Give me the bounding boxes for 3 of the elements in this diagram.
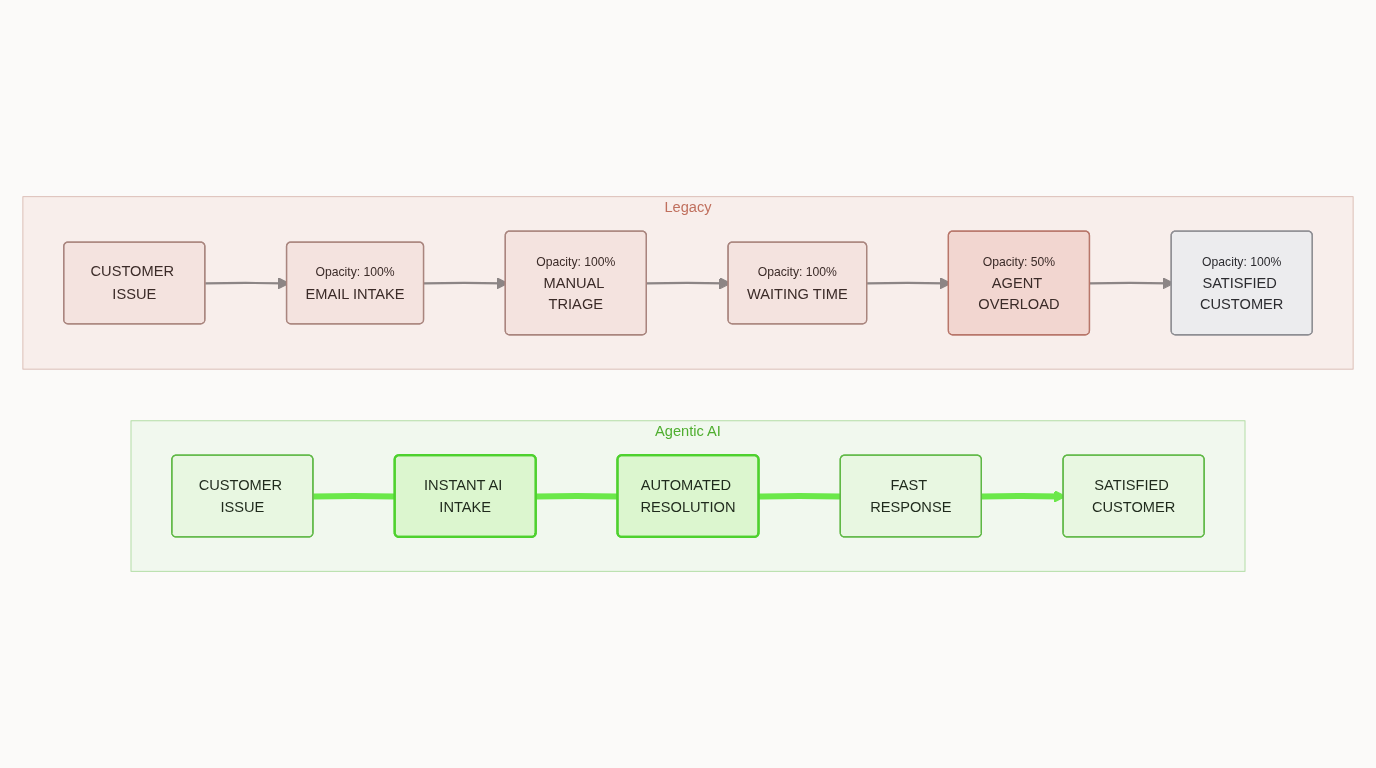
connector	[313, 493, 396, 500]
connector	[758, 493, 841, 500]
connector	[536, 493, 618, 500]
